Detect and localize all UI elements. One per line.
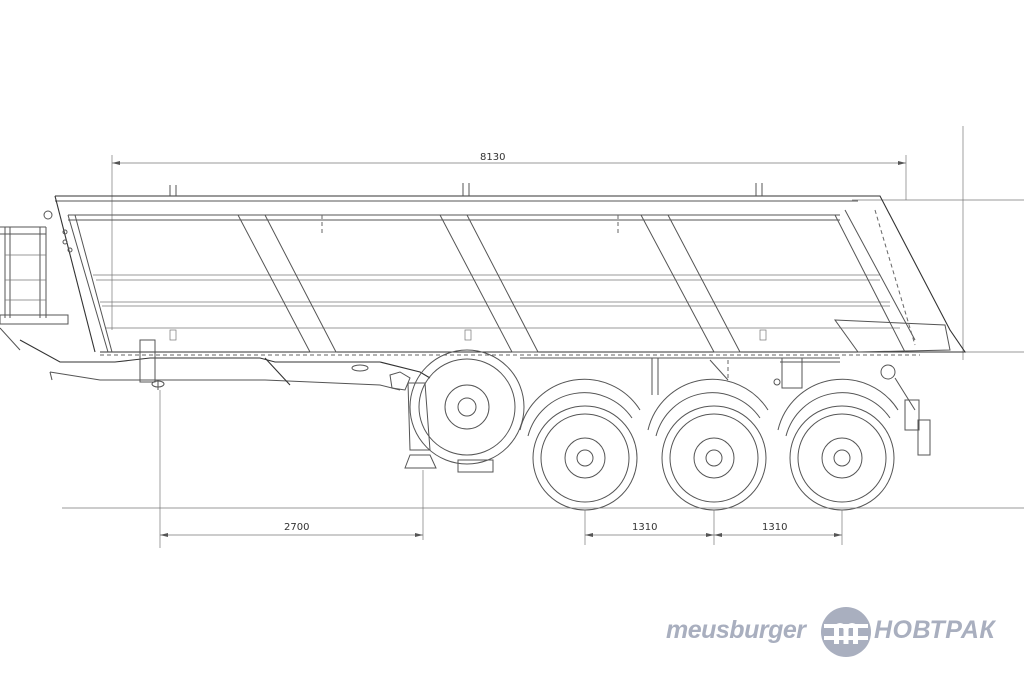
overall-length-dimension: 8130	[111, 152, 907, 330]
brand-left-text: meusburger	[666, 616, 806, 644]
chassis-frame	[19, 339, 840, 469]
lift-axle-wheel	[409, 349, 525, 473]
brand-right-text: НОВТРАК	[874, 616, 996, 644]
kingpin-dimension: 2700	[159, 390, 424, 548]
axle-spacing-dimensions: 1310 1310	[584, 510, 843, 545]
tipper-body	[54, 183, 967, 356]
rear-bumper	[880, 364, 931, 456]
axle-spacing-2-label: 1310	[762, 522, 787, 533]
axle-spacing-1-label: 1310	[632, 522, 657, 533]
axle-3-wheel	[777, 378, 899, 511]
axle-1-wheel	[519, 378, 641, 511]
kingpin-dimension-label: 2700	[284, 522, 309, 533]
axle-2-wheel	[647, 378, 769, 511]
overall-length-label: 8130	[480, 152, 505, 163]
front-platform	[0, 210, 73, 351]
brand-emblem-icon	[821, 607, 871, 657]
brand-logo: meusburger НОВТРАК	[666, 604, 1006, 664]
